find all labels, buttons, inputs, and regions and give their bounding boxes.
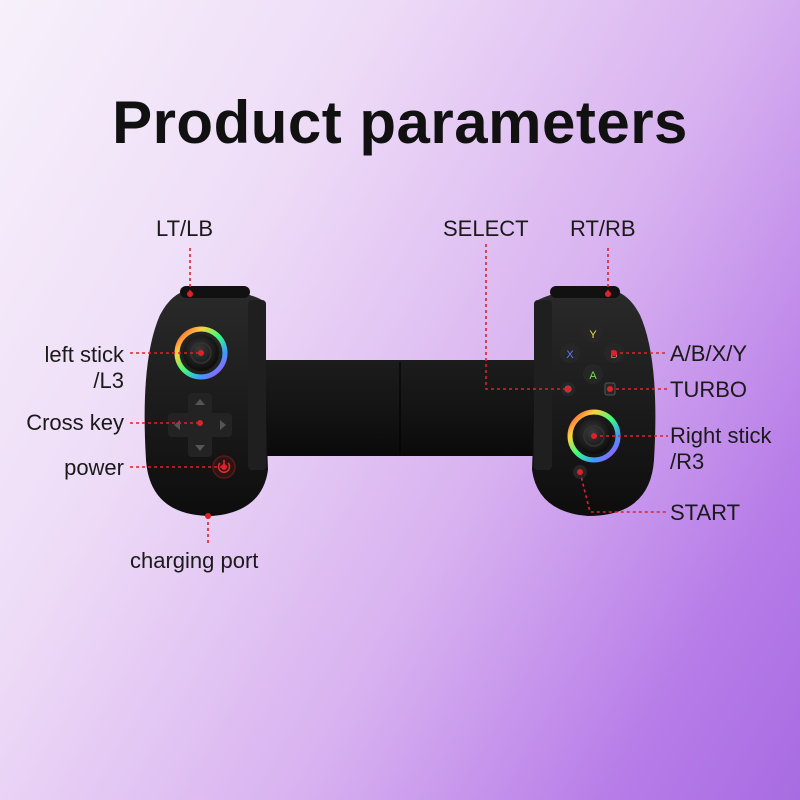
label-rt-rb: RT/RB <box>570 216 636 241</box>
label-charging-port: charging port <box>130 548 259 573</box>
face-button-a[interactable]: A <box>583 364 603 384</box>
label-turbo: TURBO <box>670 377 747 402</box>
label-cross-key: Cross key <box>26 410 124 435</box>
svg-text:Y: Y <box>589 329 597 341</box>
label-select: SELECT <box>443 216 529 241</box>
face-button-y[interactable]: Y <box>583 323 603 343</box>
callout-dots <box>187 291 617 519</box>
svg-text:A: A <box>589 370 597 382</box>
label-right-stick-r3: /R3 <box>670 449 705 474</box>
callout-lines <box>130 244 668 545</box>
label-start: START <box>670 500 741 525</box>
label-power: power <box>64 455 124 480</box>
label-abxy: A/B/X/Y <box>670 341 748 366</box>
page-title: Product parameters <box>112 89 688 156</box>
svg-text:X: X <box>566 349 574 361</box>
label-left-stick-l3: /L3 <box>93 368 124 393</box>
label-left-stick: left stick <box>44 342 124 367</box>
face-button-x[interactable]: X <box>560 343 580 363</box>
label-right-stick: Right stick <box>670 423 772 448</box>
label-lt-lb: LT/LB <box>156 216 214 241</box>
right-grip <box>532 286 656 516</box>
